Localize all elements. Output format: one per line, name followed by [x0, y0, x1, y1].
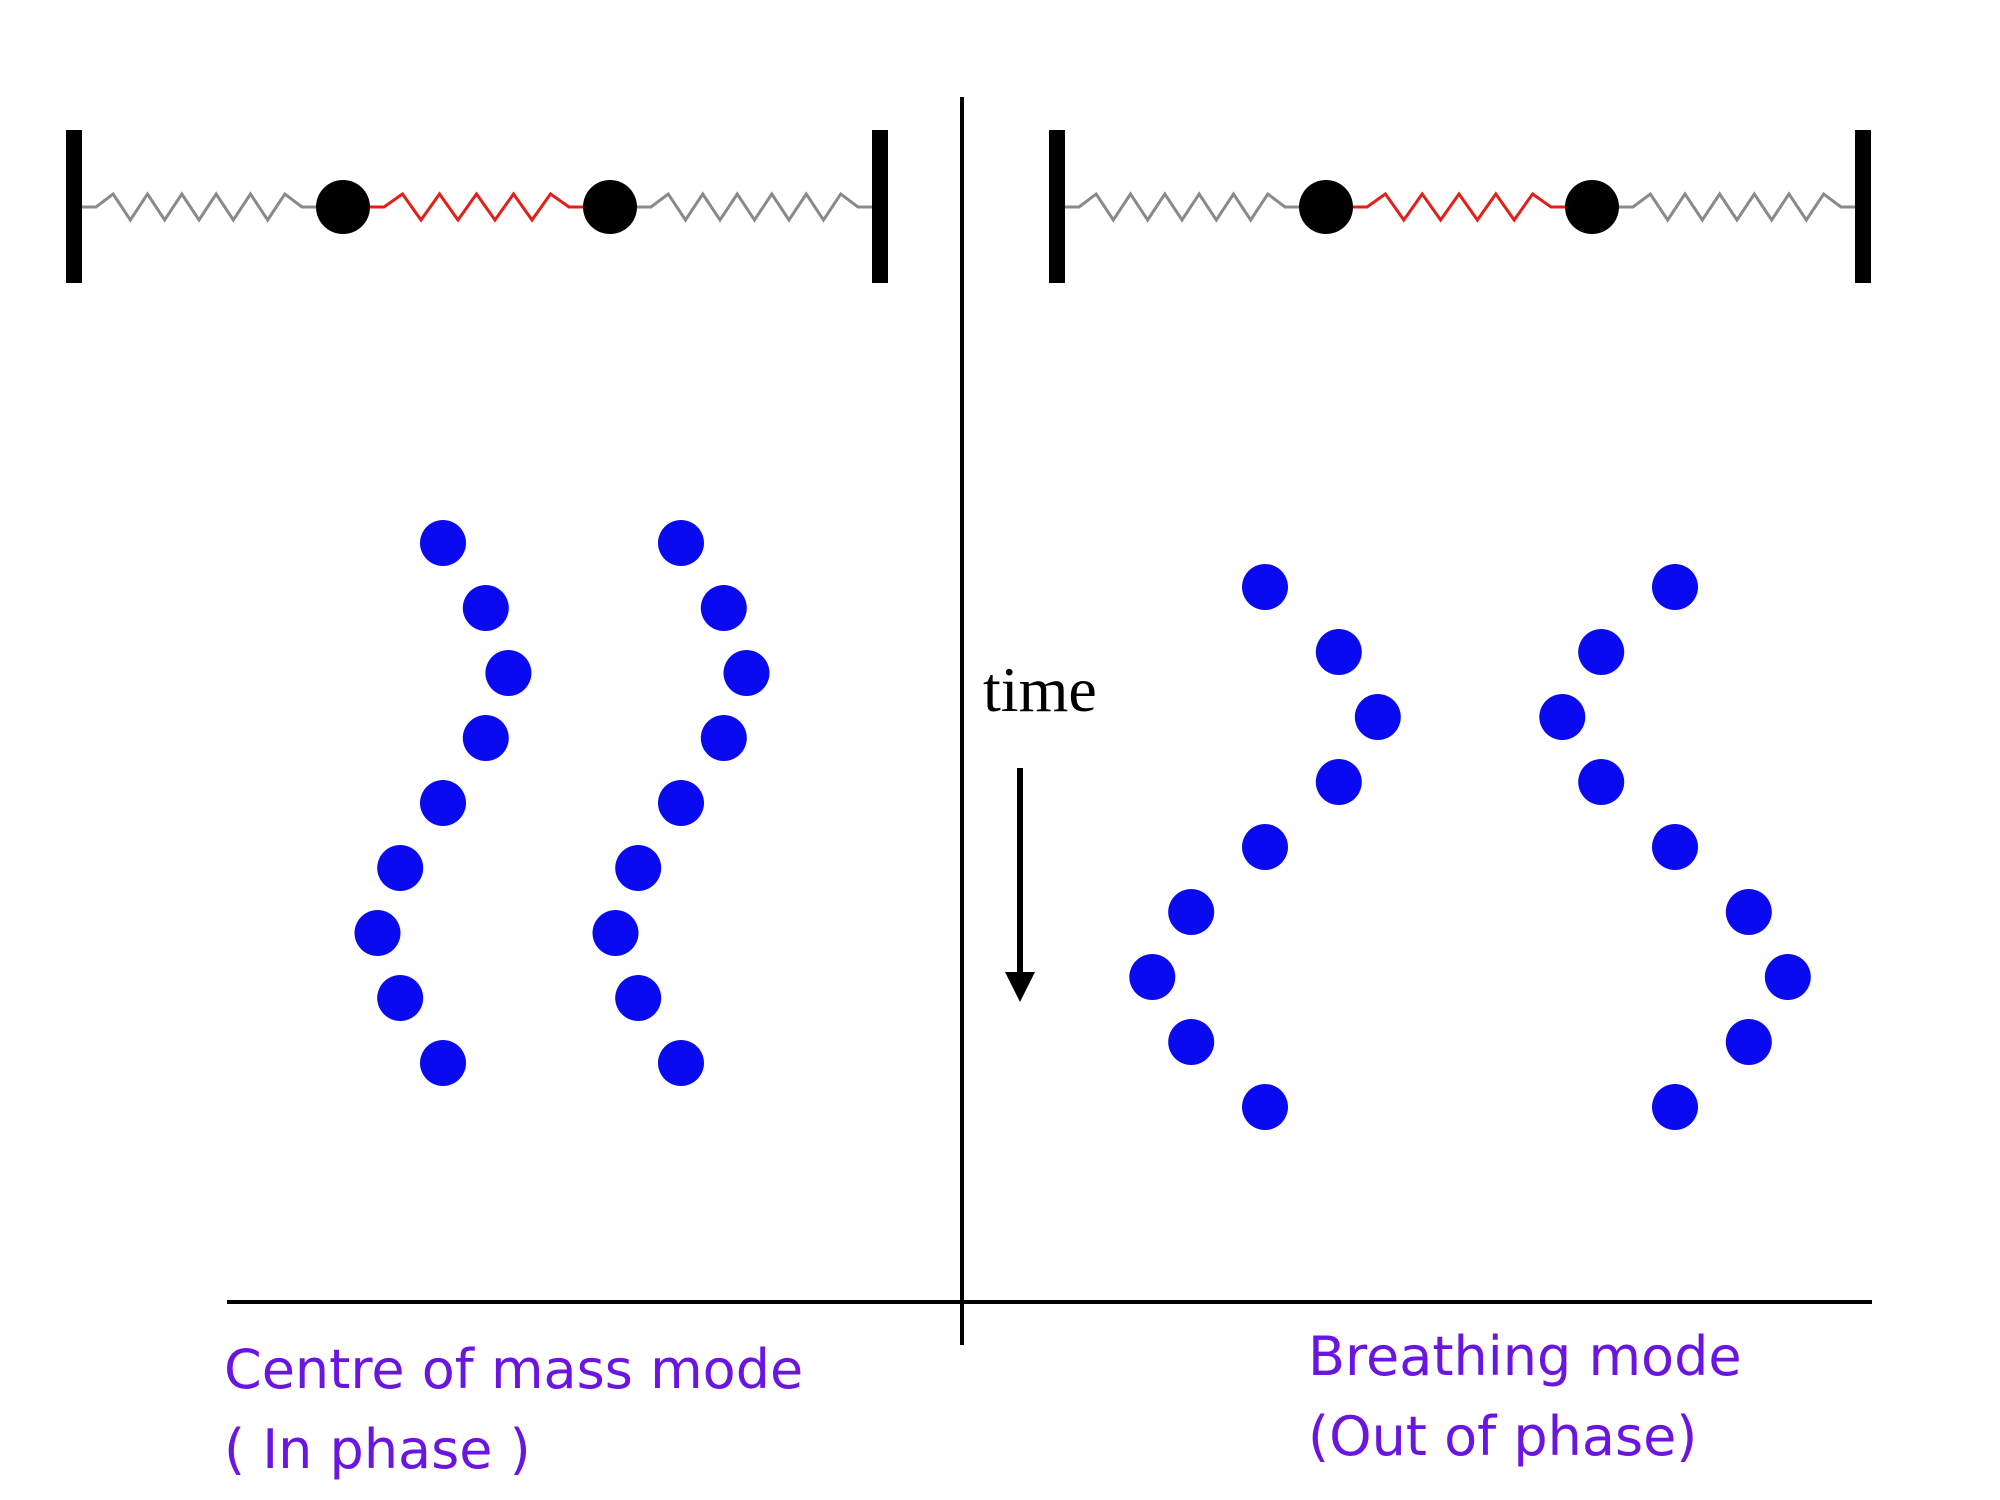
- trace-dot-right-mass1-t7: [1168, 1019, 1215, 1065]
- spring-system-left: [66, 130, 888, 283]
- trace-dot-left-mass2-t1: [700, 585, 747, 631]
- trace-dot-right-mass2-t3: [1578, 759, 1625, 805]
- trace-dot-right-mass2-t8: [1652, 1084, 1698, 1130]
- spring-coupling-right: [1353, 191, 1565, 223]
- time-arrow-head: [1005, 972, 1035, 1002]
- trace-dot-right-mass1-t1: [1315, 629, 1362, 675]
- trace-dot-left-mass2-t8: [658, 1040, 704, 1086]
- mass-1-left: [316, 180, 370, 234]
- trace-dot-right-mass1-t6: [1129, 954, 1176, 1000]
- trace-dot-right-mass1-t2: [1354, 694, 1401, 740]
- left-caption-subtitle: ( In phase ): [224, 1418, 531, 1481]
- trace-dot-left-mass2-t2: [723, 650, 770, 696]
- trace-dot-left-mass2-t4: [658, 780, 704, 826]
- trace-dot-left-mass2-t0: [658, 520, 704, 566]
- trace-dot-left-mass1-t0: [420, 520, 466, 566]
- trace-dot-left-mass1-t5: [377, 845, 424, 891]
- spring-outer-left-right: [1065, 191, 1299, 223]
- mass-1-right: [1299, 180, 1353, 234]
- trace-dot-right-mass2-t2: [1539, 694, 1586, 740]
- spring-coupling-left: [370, 191, 583, 223]
- mass-2-right: [1565, 180, 1619, 234]
- trace-left: [354, 520, 770, 1086]
- trace-right: [1129, 564, 1811, 1130]
- trace-dot-right-mass2-t7: [1725, 1019, 1772, 1065]
- trace-dot-left-mass1-t1: [462, 585, 509, 631]
- trace-dot-right-mass2-t1: [1578, 629, 1625, 675]
- trace-dot-left-mass1-t7: [377, 975, 424, 1021]
- spring-outer-right-left: [637, 191, 872, 223]
- trace-dot-right-mass2-t6: [1764, 954, 1811, 1000]
- trace-dot-left-mass2-t5: [615, 845, 662, 891]
- left-caption-title: Centre of mass mode: [224, 1338, 804, 1401]
- right-caption-title: Breathing mode: [1308, 1325, 1742, 1388]
- spring-outer-left-left: [82, 191, 316, 223]
- spring-system-right: [1049, 130, 1871, 283]
- trace-dot-left-mass2-t6: [592, 910, 639, 956]
- trace-dot-right-mass1-t8: [1242, 1084, 1288, 1130]
- trace-dot-right-mass1-t4: [1242, 824, 1288, 870]
- trace-dot-left-mass1-t8: [420, 1040, 466, 1086]
- trace-dot-right-mass1-t0: [1242, 564, 1288, 610]
- trace-dot-left-mass1-t6: [354, 910, 401, 956]
- time-arrow: [1005, 768, 1035, 1002]
- time-label: time: [983, 654, 1097, 725]
- trace-dot-right-mass1-t3: [1315, 759, 1362, 805]
- trace-dot-left-mass2-t7: [615, 975, 662, 1021]
- trace-dot-left-mass2-t3: [700, 715, 747, 761]
- trace-dot-right-mass2-t5: [1725, 889, 1772, 935]
- trace-dot-right-mass2-t0: [1652, 564, 1698, 610]
- mass-2-left: [583, 180, 637, 234]
- right-caption-subtitle: (Out of phase): [1308, 1405, 1698, 1468]
- spring-outer-right-right: [1619, 191, 1855, 223]
- trace-dot-left-mass1-t3: [462, 715, 509, 761]
- trace-dot-right-mass1-t5: [1168, 889, 1215, 935]
- trace-dot-right-mass2-t4: [1652, 824, 1698, 870]
- trace-dot-left-mass1-t4: [420, 780, 466, 826]
- trace-dot-left-mass1-t2: [485, 650, 532, 696]
